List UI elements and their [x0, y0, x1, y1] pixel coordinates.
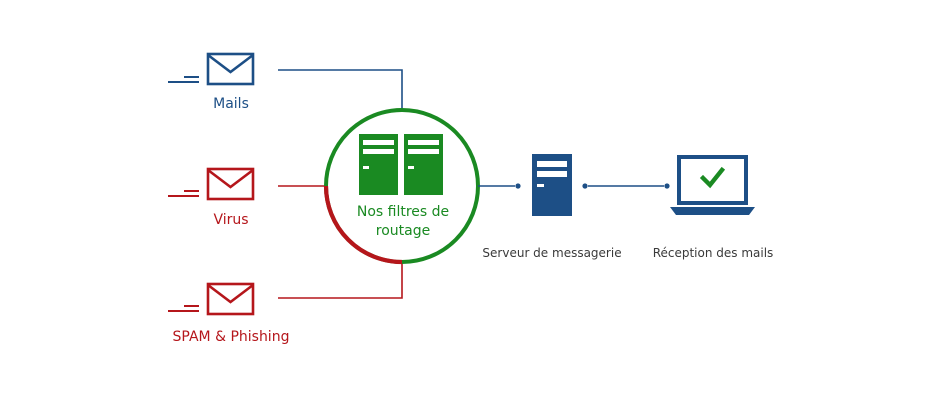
source-label-virus: Virus [213, 212, 249, 228]
reception-caption: Réception des mails [652, 246, 774, 260]
server-rack-icon [359, 134, 443, 195]
source-label-spam: SPAM & Phishing [172, 329, 290, 345]
spam-envelope-icon [168, 282, 255, 316]
connector-mails [278, 69, 403, 110]
server-tower-icon [532, 154, 572, 216]
virus-envelope-icon [168, 167, 255, 201]
connector-spam [278, 262, 403, 299]
hub-label: Nos filtres de routage [333, 203, 473, 241]
connector-hub-server [478, 183, 521, 189]
laptop-check-icon [670, 155, 755, 215]
hub-label-line1: Nos filtres de [356, 204, 450, 220]
source-label-mails: Mails [213, 96, 249, 112]
mails-envelope-icon [168, 52, 255, 86]
server-caption: Serveur de messagerie [482, 246, 622, 260]
hub-label-line2: routage [375, 223, 431, 239]
connector-server-reception [582, 183, 670, 189]
